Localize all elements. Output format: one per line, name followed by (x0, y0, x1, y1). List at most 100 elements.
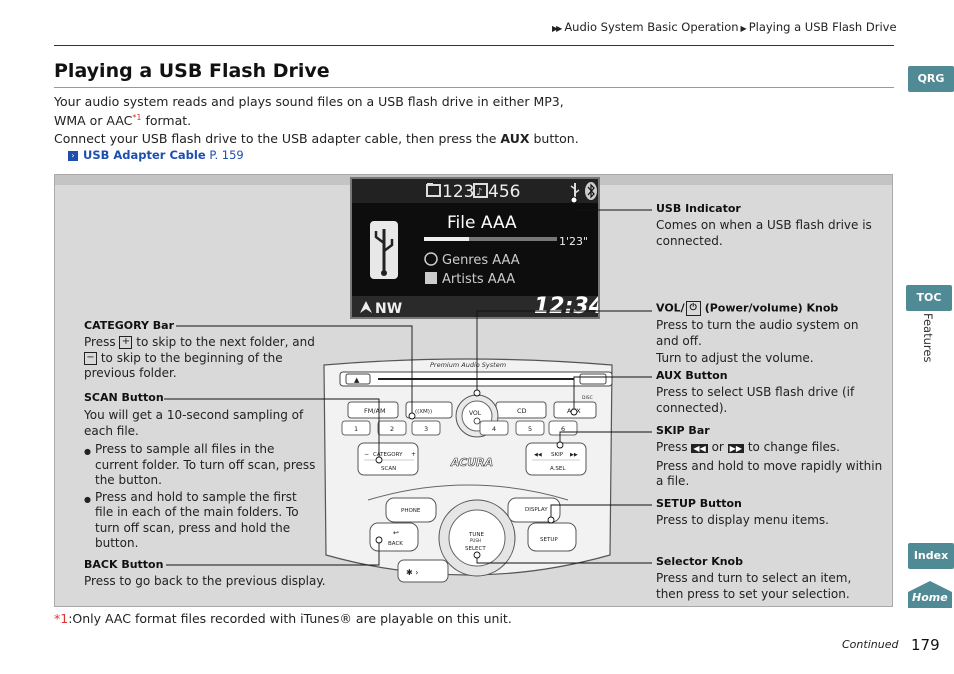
section-label: Features (921, 313, 935, 363)
xref-link[interactable]: › USB Adapter Cable P. 159 (68, 148, 244, 162)
breadcrumb-item[interactable]: Playing a USB Flash Drive (748, 20, 897, 34)
preset-button[interactable] (377, 420, 407, 436)
file-name: File AAA (447, 213, 517, 233)
skip-label: SKIP (551, 452, 564, 458)
intro-text: format. (141, 113, 192, 129)
category-label: CATEGORY (373, 452, 403, 458)
display-label: DISPLAY (525, 507, 548, 513)
preset-button[interactable] (515, 420, 545, 436)
index-tab[interactable]: Index (908, 543, 954, 569)
fm-am-button[interactable] (347, 401, 399, 419)
home-button[interactable]: Home (906, 579, 954, 609)
callout-text: Press and turn to select an item, then p… (656, 571, 852, 601)
callout-text: Press + to skip to the next folder, and … (84, 335, 324, 382)
track-icon: ♪ (473, 183, 488, 198)
callout-text: Press to select USB flash drive (if conn… (656, 385, 855, 415)
callout-text-part: previous folder. (84, 366, 177, 380)
callout-text: You will get a 10-second sampling of eac… (84, 408, 304, 438)
skip-back-icon: ◀◀ (691, 444, 708, 453)
svg-text:◀◀: ◀◀ (534, 452, 542, 458)
vol-label: VOL (469, 410, 482, 417)
panel-brand: Premium Audio System (430, 361, 506, 369)
artist-name: Artists AAA (442, 272, 515, 287)
preset-button[interactable] (479, 420, 509, 436)
track-number: 456 (488, 182, 520, 202)
xref-label[interactable]: USB Adapter Cable (83, 148, 206, 162)
preset-label: 5 (528, 425, 532, 433)
xref-page[interactable]: P. 159 (205, 148, 244, 162)
eject-button[interactable] (345, 373, 371, 385)
link-arrow-icon: › (68, 150, 78, 161)
artist-icon (425, 272, 437, 284)
display-button[interactable] (507, 497, 561, 523)
svg-text:♪: ♪ (476, 187, 482, 198)
acura-logo: ACURA (450, 456, 493, 469)
callout-usb-indicator: USB Indicator Comes on when a USB flash … (656, 202, 876, 249)
footnote-text: :Only AAC format files recorded with iTu… (68, 611, 512, 626)
intro-text: Connect your USB flash drive to the USB … (54, 131, 501, 146)
preset-label: 4 (492, 425, 496, 433)
back-button[interactable] (369, 522, 419, 552)
callout-bullet: Press and hold to sample the first file … (84, 490, 316, 552)
callout-category-bar: CATEGORY Bar Press + to skip to the next… (84, 319, 324, 382)
xm-label: ((XM)) (415, 409, 432, 415)
callout-text: Comes on when a USB flash drive is conne… (656, 218, 872, 248)
svg-text:Home: Home (912, 591, 948, 604)
home-icon: Home (908, 581, 952, 608)
callout-text: Press ◀◀ or ▶▶ to change files. (656, 440, 884, 457)
intro-line: Your audio system reads and plays sound … (54, 94, 564, 109)
qrg-tab[interactable]: QRG (908, 66, 954, 92)
footnote: *1:Only AAC format files recorded with i… (54, 611, 512, 626)
skip-forward-icon: ▶▶ (727, 444, 744, 453)
callout-text-part: to skip to the beginning of the (100, 350, 283, 365)
xm-button[interactable] (405, 401, 453, 419)
callout-title-part: VOL/ (656, 301, 685, 315)
eject-label: ▲ (354, 376, 360, 384)
footnote-ref[interactable]: *1 (132, 113, 142, 122)
aux-keyword: AUX (500, 131, 530, 146)
callout-text-part: to skip to the next folder, and (136, 335, 315, 349)
tune-label: TUNE (468, 532, 484, 538)
compass-heading: NW (375, 301, 402, 317)
toc-tab[interactable]: TOC (906, 285, 952, 311)
callout-title: BACK Button (84, 558, 164, 571)
page-number: 179 (911, 636, 940, 654)
power-icon (473, 417, 481, 425)
selector-knob[interactable] (448, 509, 506, 567)
intro-text: button. (529, 131, 579, 146)
fan-icon: ✱ › (406, 568, 418, 577)
power-icon: ⏻ (685, 301, 701, 316)
folder-number: 123 (442, 182, 474, 202)
callout-text: Press to display menu items. (656, 513, 829, 527)
callout-title: VOL/⏻(Power/volume) Knob (656, 301, 876, 316)
breadcrumb-item[interactable]: Audio System Basic Operation (564, 20, 739, 34)
breadcrumb: ▶▶Audio System Basic Operation▶Playing a… (552, 20, 897, 34)
callout-title: CATEGORY Bar (84, 319, 175, 332)
elapsed-time: 1'23" (559, 235, 588, 248)
climate-button[interactable] (397, 559, 449, 583)
back-label: BACK (388, 541, 403, 547)
callout-text: Press and hold to move rapidly within a … (656, 458, 883, 489)
preset-button[interactable] (548, 420, 578, 436)
header-divider (54, 45, 894, 46)
genre-icon (424, 252, 438, 266)
phone-button[interactable] (385, 497, 437, 523)
intro-line: WMA or AAC*1 format. (54, 113, 191, 128)
preset-button[interactable] (411, 420, 441, 436)
preset-button[interactable] (341, 420, 371, 436)
callout-text-part: Press (84, 335, 116, 349)
callout-text-part: or (711, 440, 724, 454)
scan-label: SCAN (381, 466, 396, 472)
callout-title: SCAN Button (84, 391, 164, 404)
callout-skip-bar: SKIP Bar Press ◀◀ or ▶▶ to change files.… (656, 424, 884, 490)
setup-label: SETUP (540, 537, 558, 543)
callout-selector-knob: Selector Knob Press and turn to select a… (656, 555, 881, 602)
skip-bar[interactable] (525, 442, 587, 476)
usb-source-icon (370, 221, 398, 279)
arrow-icon: ▶ (740, 24, 747, 33)
category-bar[interactable] (357, 442, 419, 476)
preset-label: 2 (390, 425, 394, 433)
callout-title: USB Indicator (656, 202, 741, 215)
audio-control-panel: Premium Audio System ▲ DISC FM/AM ((XM))… (323, 358, 613, 583)
